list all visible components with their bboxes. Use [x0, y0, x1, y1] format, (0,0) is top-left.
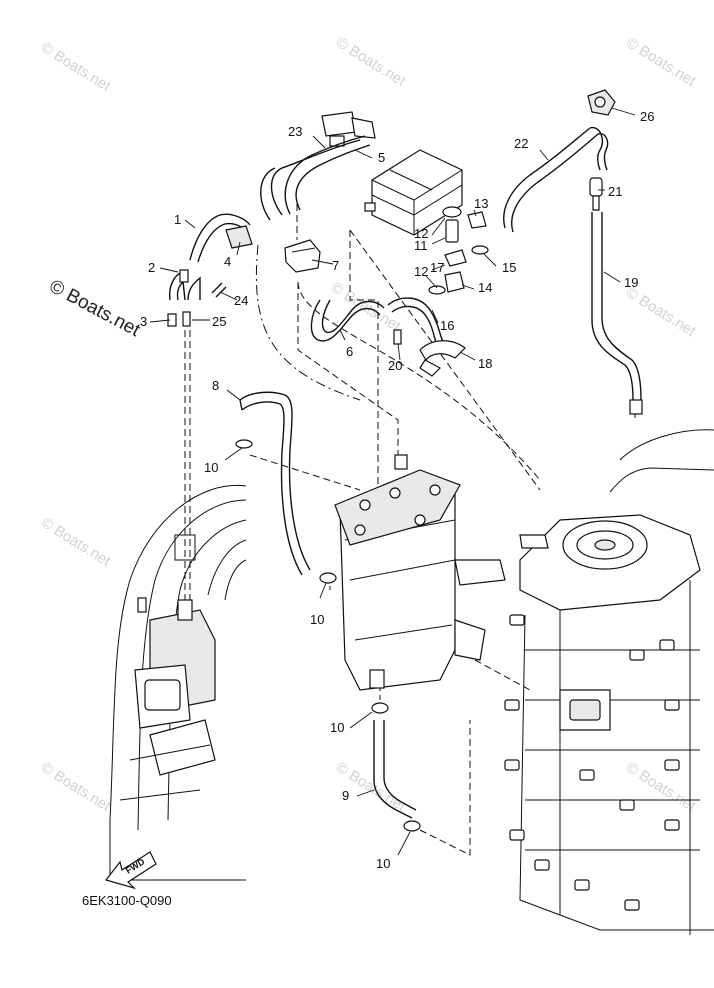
watermark: © Boats.net [38, 39, 114, 96]
callout-21[interactable]: 21 [608, 184, 622, 199]
callout-6[interactable]: 6 [346, 344, 353, 359]
callout-18[interactable]: 18 [478, 356, 492, 371]
watermark: © Boats.net [38, 759, 114, 816]
callout-12[interactable]: 12 [414, 264, 428, 279]
fwd-arrow: FWD [104, 851, 157, 890]
engine-block-right [504, 429, 714, 935]
engine-bolts [504, 614, 680, 911]
callout-19[interactable]: 19 [624, 275, 638, 290]
callout-labels: 1 2 3 4 5 6 7 8 9 10 10 10 10 11 12 12 1… [140, 109, 654, 871]
callout-3[interactable]: 3 [140, 314, 147, 329]
routing-lines [184, 204, 636, 856]
callout-10[interactable]: 10 [376, 856, 390, 871]
callout-10[interactable]: 10 [310, 612, 324, 627]
watermark: © Boats.net [328, 279, 404, 336]
watermark: © Boats.net [623, 34, 699, 91]
callout-4[interactable]: 4 [224, 254, 231, 269]
callout-22[interactable]: 22 [514, 136, 528, 151]
callout-10[interactable]: 10 [330, 720, 344, 735]
watermark: © Boats.net [333, 34, 409, 91]
callout-20[interactable]: 20 [388, 358, 402, 373]
callout-25[interactable]: 25 [212, 314, 226, 329]
callout-15[interactable]: 15 [502, 260, 516, 275]
watermark: © Boats.net [623, 284, 699, 341]
callout-9[interactable]: 9 [342, 788, 349, 803]
callout-11[interactable]: 11 [414, 238, 428, 253]
callout-24[interactable]: 24 [234, 293, 248, 308]
vapor-separator-assembly [334, 454, 506, 691]
diagram-code: 6EK3100-Q090 [82, 893, 172, 908]
callout-5[interactable]: 5 [378, 150, 385, 165]
callout-16[interactable]: 16 [440, 318, 454, 333]
watermark-large: © Boats.net [46, 276, 144, 342]
canister-and-solenoid [321, 111, 463, 236]
callout-7[interactable]: 7 [332, 258, 339, 273]
callout-8[interactable]: 8 [212, 378, 219, 393]
callout-10[interactable]: 10 [204, 460, 218, 475]
callout-26[interactable]: 26 [640, 109, 654, 124]
callout-13[interactable]: 13 [474, 196, 488, 211]
callout-1[interactable]: 1 [174, 212, 181, 227]
leader-lines [149, 107, 636, 856]
small-parts [167, 89, 643, 832]
watermark: © Boats.net [38, 514, 114, 571]
callout-12[interactable]: 12 [414, 226, 428, 241]
callout-2[interactable]: 2 [148, 260, 155, 275]
callout-23[interactable]: 23 [288, 124, 302, 139]
callout-17[interactable]: 17 [430, 260, 444, 275]
intake-manifold-left [109, 484, 247, 881]
callout-14[interactable]: 14 [478, 280, 492, 295]
